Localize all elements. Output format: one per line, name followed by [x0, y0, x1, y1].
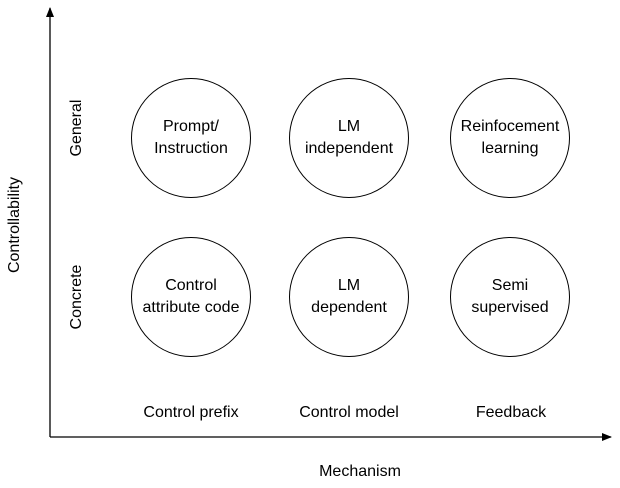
- node-label: Reinfocement learning: [460, 118, 560, 157]
- node-prompt-instruction: Prompt/ Instruction: [131, 78, 251, 198]
- y-axis-title: Controllability: [6, 176, 23, 274]
- node-label: Semi supervised: [471, 277, 549, 316]
- node-label: Prompt/ Instruction: [154, 118, 228, 157]
- node-lm-independent: LM independent: [289, 78, 409, 198]
- x-axis-title: Mechanism: [319, 463, 401, 480]
- node-reinforcement-learning: Reinfocement learning: [450, 78, 570, 198]
- column-label-feedback: Feedback: [475, 404, 547, 421]
- node-control-attribute-code: Control attribute code: [131, 237, 251, 357]
- column-label-control-model: Control model: [299, 404, 399, 421]
- node-label: Control attribute code: [142, 277, 240, 316]
- row-label-concrete: Concrete: [68, 264, 85, 330]
- node-semi-supervised: Semi supervised: [450, 237, 570, 357]
- row-label-general: General: [68, 99, 85, 157]
- node-label: LM dependent: [311, 277, 387, 316]
- node-label: LM independent: [304, 118, 394, 157]
- node-lm-dependent: LM dependent: [289, 237, 409, 357]
- column-label-control-prefix: Control prefix: [143, 404, 239, 421]
